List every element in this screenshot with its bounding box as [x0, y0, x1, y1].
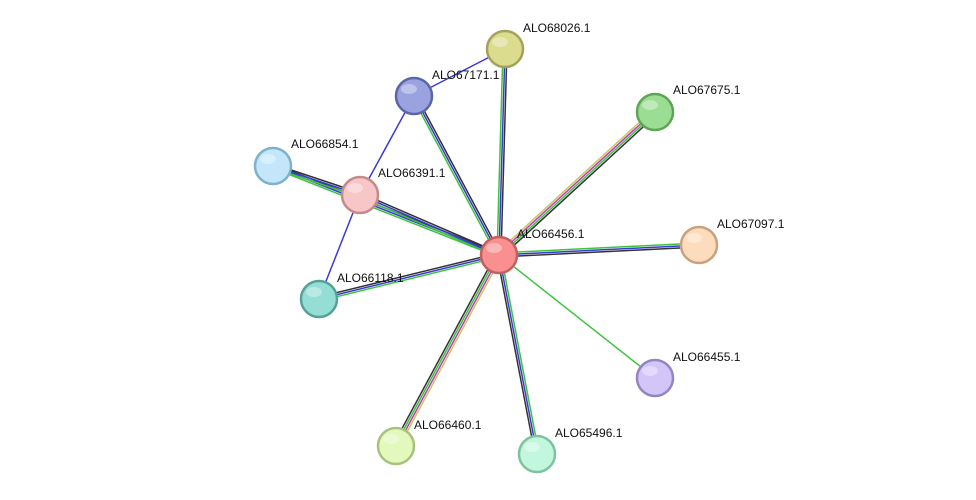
edge-alo66456-1-alo65496-1[interactable] — [496, 254, 540, 455]
node-highlight — [401, 84, 417, 94]
edges-layer — [271, 48, 700, 455]
edge-alo66456-1-alo67097-1[interactable] — [498, 242, 700, 258]
edge-evidence-line — [360, 192, 501, 254]
node-highlight — [524, 442, 540, 452]
edge-evidence-line — [499, 246, 700, 258]
edge-evidence-line — [498, 242, 699, 254]
node-alo65496-1[interactable]: ALO65496.1 — [517, 426, 623, 474]
node-highlight — [486, 243, 502, 253]
node-circle[interactable] — [635, 358, 675, 398]
node-alo66854-1[interactable]: ALO66854.1 — [253, 137, 359, 186]
node-label: ALO66455.1 — [673, 350, 741, 364]
edge-evidence-line — [498, 244, 700, 256]
edge-evidence-line — [394, 254, 499, 446]
edge-evidence-line — [500, 113, 658, 258]
node-highlight — [306, 287, 322, 297]
edge-evidence-line — [496, 48, 504, 255]
node-circle[interactable] — [299, 279, 339, 319]
node-alo66456-1[interactable]: ALO66456.1 — [479, 227, 585, 275]
node-label: ALO67097.1 — [717, 217, 785, 231]
edge-evidence-line — [498, 254, 656, 379]
node-circle[interactable] — [635, 92, 675, 132]
edge-evidence-line — [396, 255, 501, 447]
node-circle[interactable] — [517, 434, 557, 474]
node-circle[interactable] — [394, 76, 434, 116]
edge-evidence-line — [318, 254, 500, 300]
node-circle[interactable] — [679, 225, 719, 265]
edge-alo66456-1-alo67171-1[interactable] — [411, 94, 502, 257]
node-highlight — [383, 434, 399, 444]
node-label: ALO67675.1 — [673, 83, 741, 97]
edge-evidence-line — [498, 254, 538, 455]
node-label: ALO66460.1 — [414, 418, 482, 432]
node-alo66460-1[interactable]: ALO66460.1 — [376, 418, 482, 466]
node-alo66391-1[interactable]: ALO66391.1 — [340, 166, 446, 215]
edge-evidence-line — [318, 252, 499, 298]
node-highlight — [492, 37, 508, 47]
node-alo67097-1[interactable]: ALO67097.1 — [679, 217, 785, 265]
node-alo66455-1[interactable]: ALO66455.1 — [635, 350, 741, 398]
edge-evidence-line — [497, 110, 655, 255]
nodes-layer: ALO66456.1 ALO68026.1ALO67171.1ALO67675.1… — [253, 21, 785, 474]
edge-alo66456-1-alo66391-1[interactable] — [358, 192, 501, 258]
node-circle[interactable] — [253, 146, 293, 186]
edge-evidence-line — [496, 255, 536, 455]
edge-evidence-line — [359, 194, 500, 256]
node-alo67171-1[interactable]: ALO67171.1 — [394, 68, 500, 116]
edge-alo66456-1-alo67675-1[interactable] — [496, 109, 658, 258]
node-circle[interactable] — [376, 426, 416, 466]
node-circle[interactable] — [479, 235, 519, 275]
edge-alo66456-1-alo66455-1[interactable] — [498, 254, 656, 379]
edge-evidence-line — [271, 167, 499, 258]
node-alo67675-1[interactable]: ALO67675.1 — [635, 83, 741, 132]
edge-evidence-line — [397, 256, 503, 448]
edge-evidence-line — [499, 112, 657, 257]
node-circle[interactable] — [340, 175, 380, 215]
edge-evidence-line — [358, 196, 499, 258]
edge-evidence-line — [500, 49, 508, 256]
node-highlight — [260, 154, 276, 164]
edge-evidence-line — [500, 254, 540, 454]
node-label: ALO66391.1 — [378, 166, 446, 180]
node-highlight — [686, 233, 702, 243]
node-alo66118-1[interactable]: ALO66118.1 — [299, 271, 404, 319]
node-alo68026-1[interactable]: ALO68026.1 — [485, 21, 591, 69]
edge-evidence-line — [392, 253, 498, 445]
edge-alo66456-1-alo66118-1[interactable] — [318, 252, 500, 302]
edge-evidence-line — [413, 95, 500, 256]
node-label: ALO68026.1 — [523, 21, 591, 35]
node-highlight — [642, 366, 658, 376]
node-label: ALO66456.1 — [517, 227, 585, 241]
node-label: ALO66854.1 — [291, 137, 359, 151]
node-label: ALO66118.1 — [337, 271, 404, 285]
edge-evidence-line — [496, 109, 654, 254]
edge-evidence-line — [319, 256, 500, 302]
node-highlight — [642, 100, 658, 110]
node-circle[interactable] — [485, 29, 525, 69]
node-label: ALO67171.1 — [432, 68, 500, 82]
node-highlight — [347, 183, 363, 193]
edge-evidence-line — [415, 94, 502, 255]
edge-alo66456-1-alo68026-1[interactable] — [496, 48, 508, 256]
edge-evidence-line — [411, 96, 498, 257]
edge-alo66456-1-alo66460-1[interactable] — [392, 253, 503, 448]
edge-evidence-line — [498, 48, 506, 256]
node-label: ALO65496.1 — [555, 426, 623, 440]
